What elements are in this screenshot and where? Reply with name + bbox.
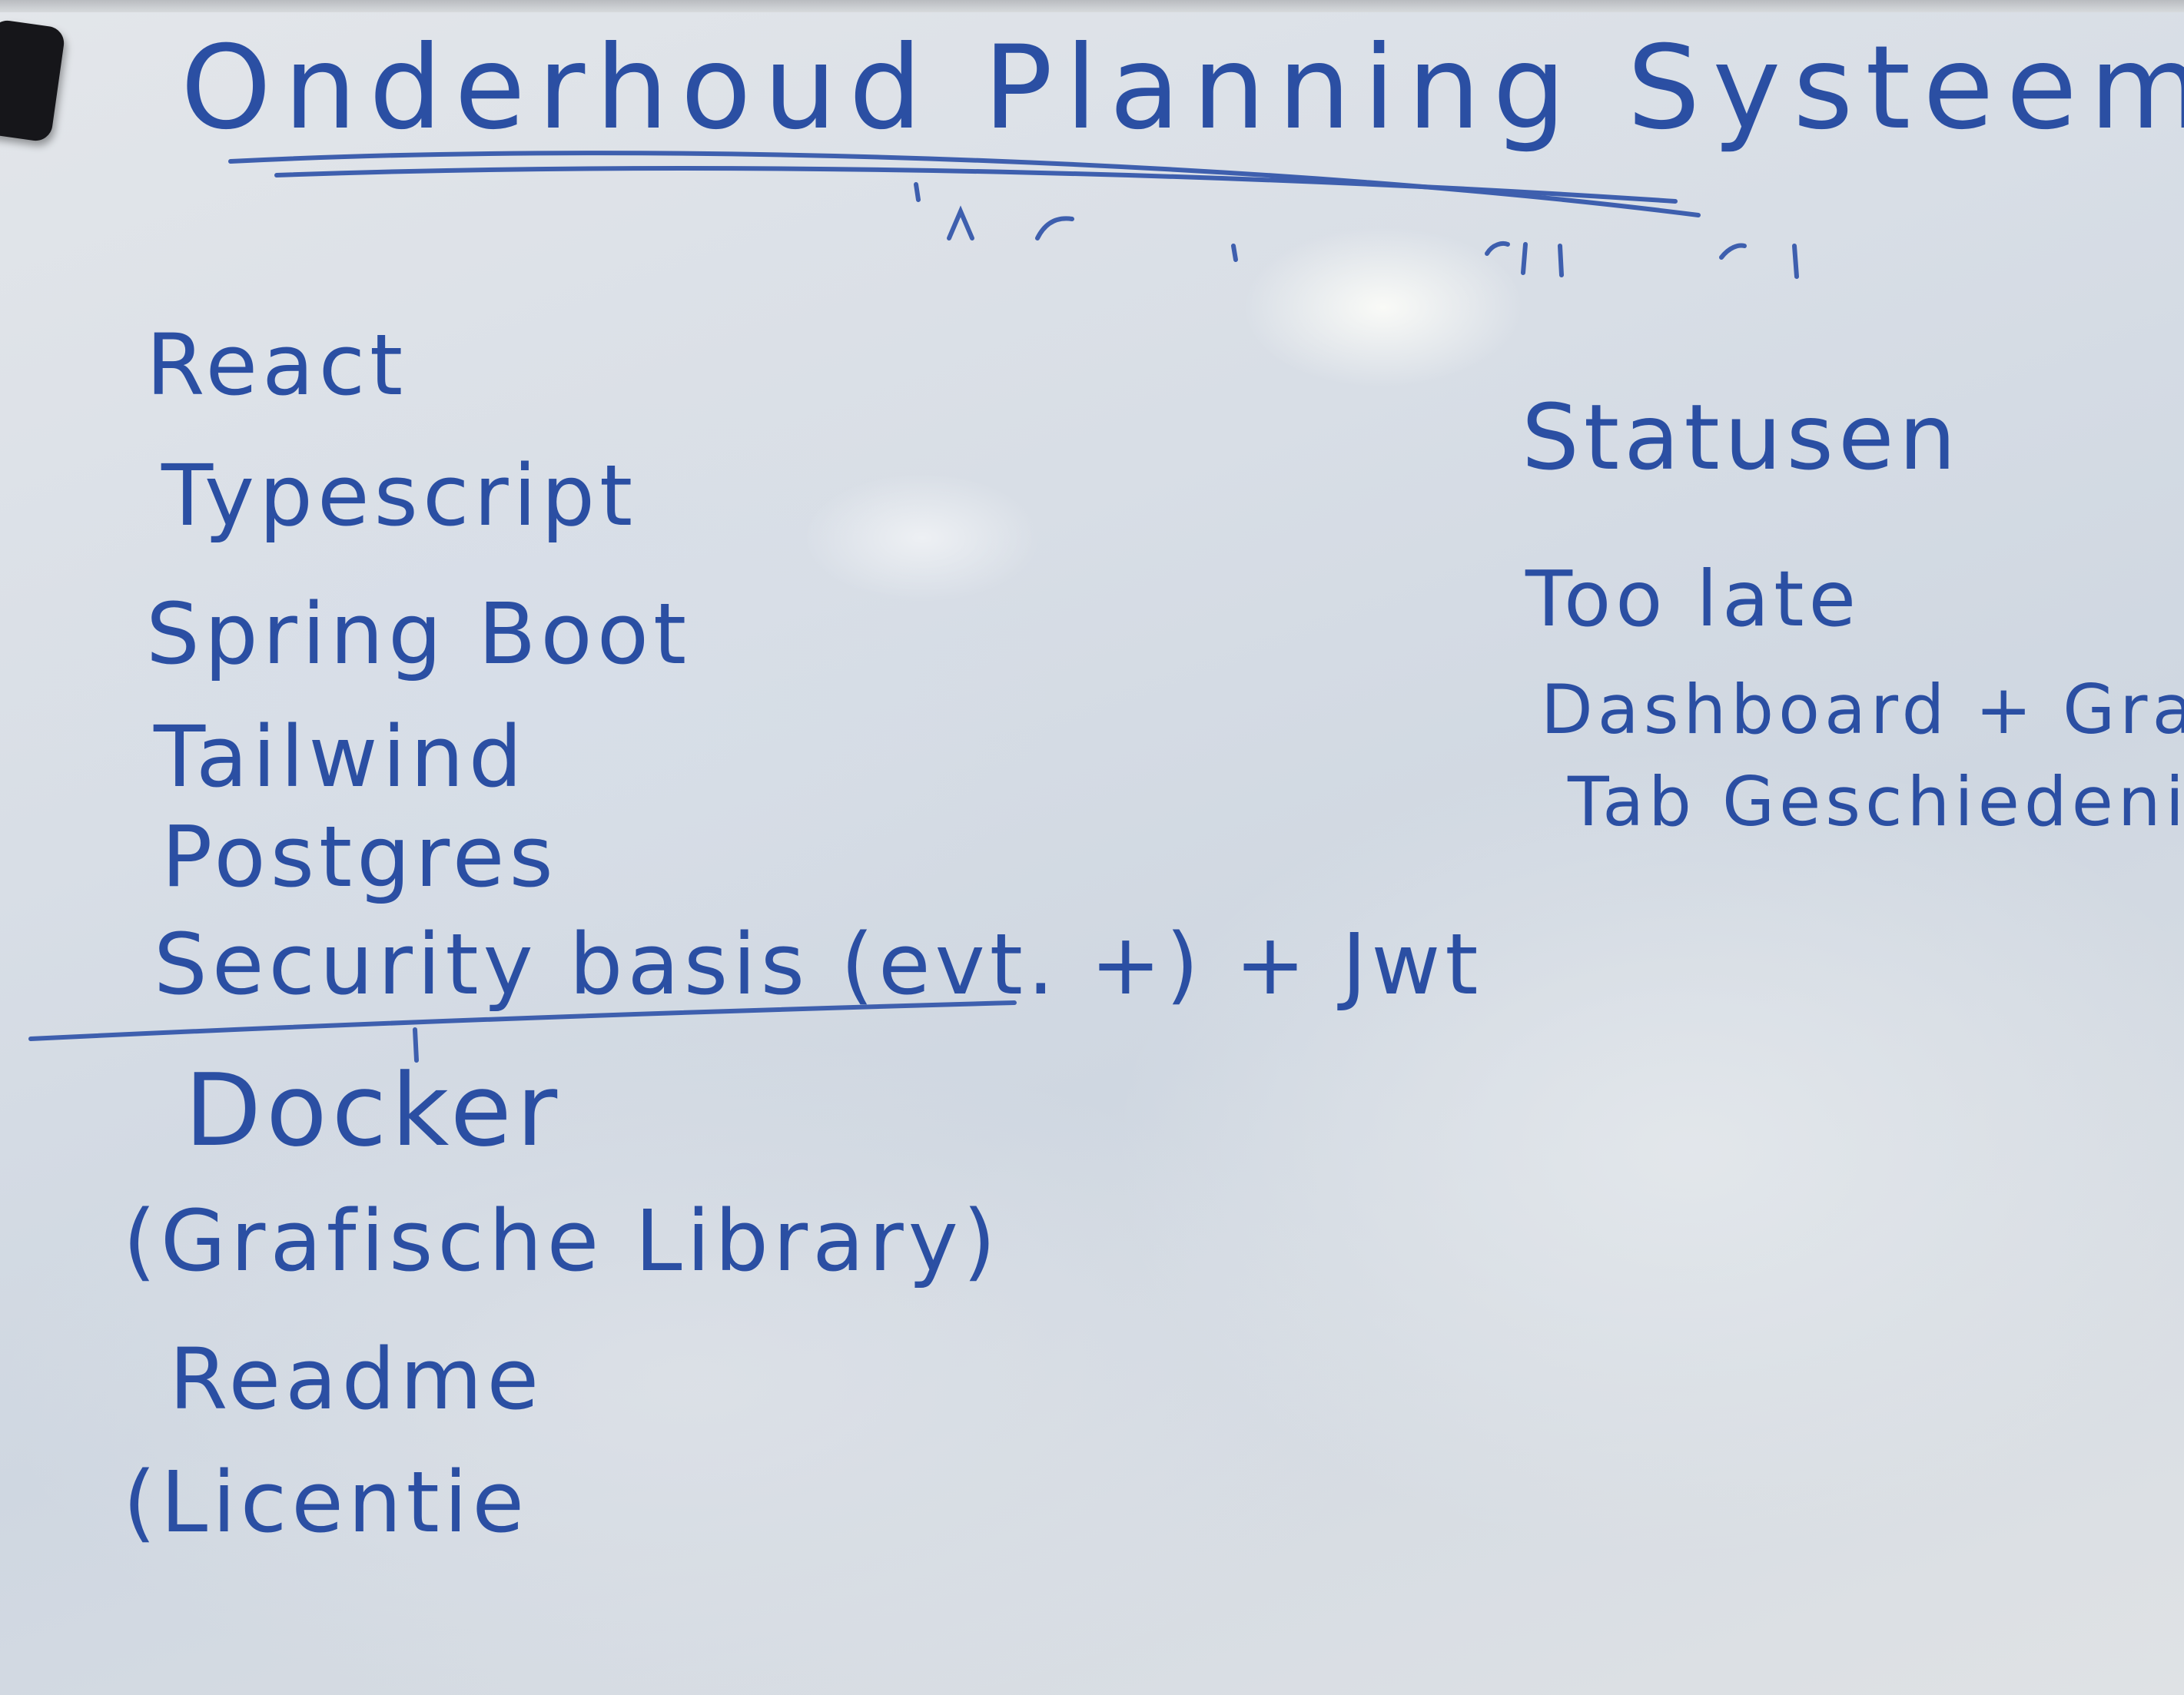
tick-mark — [914, 182, 921, 202]
statuses-heading: Statusen — [1522, 384, 1961, 490]
list-item-licentie: (Licentie — [123, 1453, 529, 1551]
title-underline-2 — [274, 166, 1678, 204]
list-item-spring-boot: Spring Boot — [146, 585, 692, 683]
title-underline — [228, 151, 1701, 217]
whiteboard-frame — [0, 0, 2184, 12]
tick-mark — [1485, 240, 1510, 256]
tick-mark — [1558, 244, 1564, 277]
list-item-react: React — [146, 316, 408, 414]
tick-mark — [947, 205, 974, 240]
list-item-docker: Docker — [184, 1052, 563, 1169]
tick-mark — [1719, 243, 1747, 260]
list-item-typescript: Typescript — [161, 446, 638, 545]
status-item-too-late: Too late — [1525, 554, 1861, 644]
board-title: Onderhoud Planning Systeem (Spec — [181, 22, 2184, 155]
list-item-grafische-library: (Grafische Library) — [123, 1192, 1001, 1290]
list-item-postgres: Postgres — [161, 808, 558, 906]
list-item-security: Security basis (evt. +) + Jwt — [154, 915, 1483, 1013]
tick-mark — [1035, 216, 1074, 240]
tick-mark — [1231, 244, 1238, 262]
list-item-readme: Readme — [169, 1330, 544, 1428]
status-item-dashboard: Dashboard + Grafiek — [1541, 670, 2184, 749]
tick-mark — [1521, 242, 1528, 275]
status-item-tab-geschiedenis: Tab Geschiedenis — [1568, 762, 2184, 841]
tick-mark — [1792, 244, 1799, 279]
section-divider-tick — [413, 1027, 419, 1063]
list-item-tailwind: Tailwind — [154, 708, 527, 806]
section-divider — [28, 1000, 1017, 1041]
